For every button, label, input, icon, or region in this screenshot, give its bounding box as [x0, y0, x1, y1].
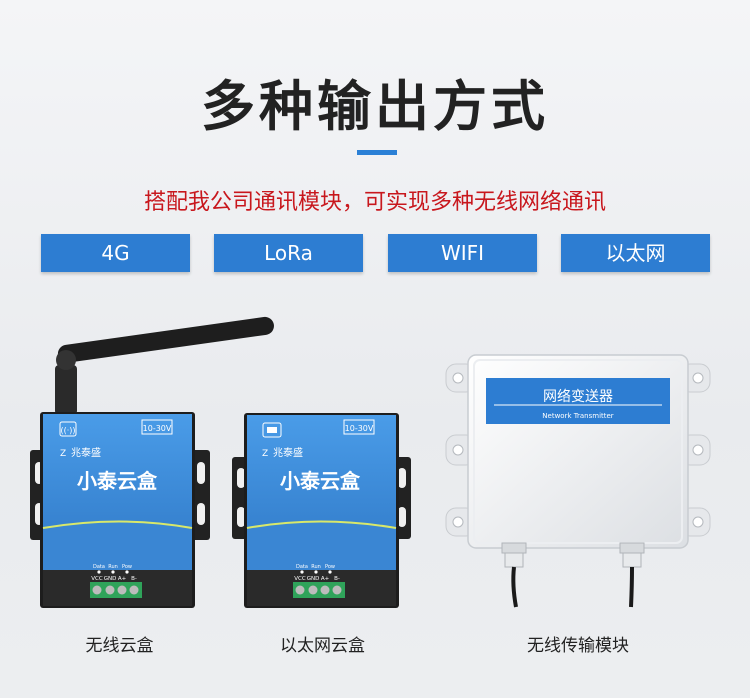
terminal-label: A+: [321, 576, 330, 582]
tag-ethernet: 以太网: [561, 234, 710, 272]
led-label: Data: [296, 564, 308, 570]
led-label: Pow: [122, 564, 132, 570]
wireless-box: ((·)) 10-30V Z 兆泰盛 小泰云盒 Data Run Pow VCC…: [30, 316, 274, 608]
led-label: Pow: [325, 564, 335, 570]
voltage-label: 10-30V: [345, 424, 374, 433]
brand-name: 兆泰盛: [273, 446, 303, 459]
page-title: 多种输出方式: [201, 75, 549, 138]
subtitle: 搭配我公司通讯模块，可实现多种无线网络通讯: [143, 190, 606, 215]
led-label: Run: [311, 564, 321, 570]
voltage-label: 10-30V: [143, 424, 172, 433]
product-name: 小泰云盒: [77, 469, 158, 493]
led-label: Data: [93, 564, 105, 570]
terminal-label: VCC: [294, 576, 306, 582]
terminal-label: VCC: [91, 576, 103, 582]
brand-logo-icon: Z: [60, 449, 66, 459]
terminal-label: GND: [104, 576, 117, 582]
terminal-label: A+: [118, 576, 127, 582]
cable-gland-left: [501, 542, 527, 608]
antenna-icon: [55, 316, 274, 415]
svg-text:((·)): ((·)): [60, 426, 75, 435]
brand-logo-icon: Z: [262, 449, 268, 459]
terminal-label: GND: [307, 576, 320, 582]
ethernet-port-icon: [262, 422, 282, 438]
title-underline: [357, 150, 397, 155]
ethernet-box: 10-30V Z 兆泰盛 小泰云盒 Data Run Pow VCC GND A…: [232, 413, 411, 608]
tag-lora: LoRa: [214, 234, 363, 272]
tag-wifi: WIFI: [388, 234, 537, 272]
network-transmitter: 网络变送器 Network Transmitter: [445, 354, 711, 608]
transmitter-label-cn: 网络变送器: [543, 389, 613, 405]
brand-name: 兆泰盛: [71, 446, 101, 459]
wifi-icon: [59, 421, 77, 437]
terminal-label: B-: [131, 576, 137, 582]
caption-ethernet-box: 以太网云盒: [280, 636, 365, 656]
led-label: Run: [108, 564, 118, 570]
transmitter-label-en: Network Transmitter: [542, 412, 614, 420]
tag-4g: 4G: [41, 234, 190, 272]
terminal-block: [293, 582, 345, 598]
terminal-block: [90, 582, 142, 598]
caption-wireless-box: 无线云盒: [85, 636, 154, 656]
cable-gland-right: [619, 542, 645, 608]
caption-transmitter: 无线传输模块: [527, 636, 629, 656]
transmitter-label: [486, 378, 670, 424]
mount-ear-right: [192, 450, 210, 540]
product-name: 小泰云盒: [280, 469, 361, 493]
terminal-label: B-: [334, 576, 340, 582]
